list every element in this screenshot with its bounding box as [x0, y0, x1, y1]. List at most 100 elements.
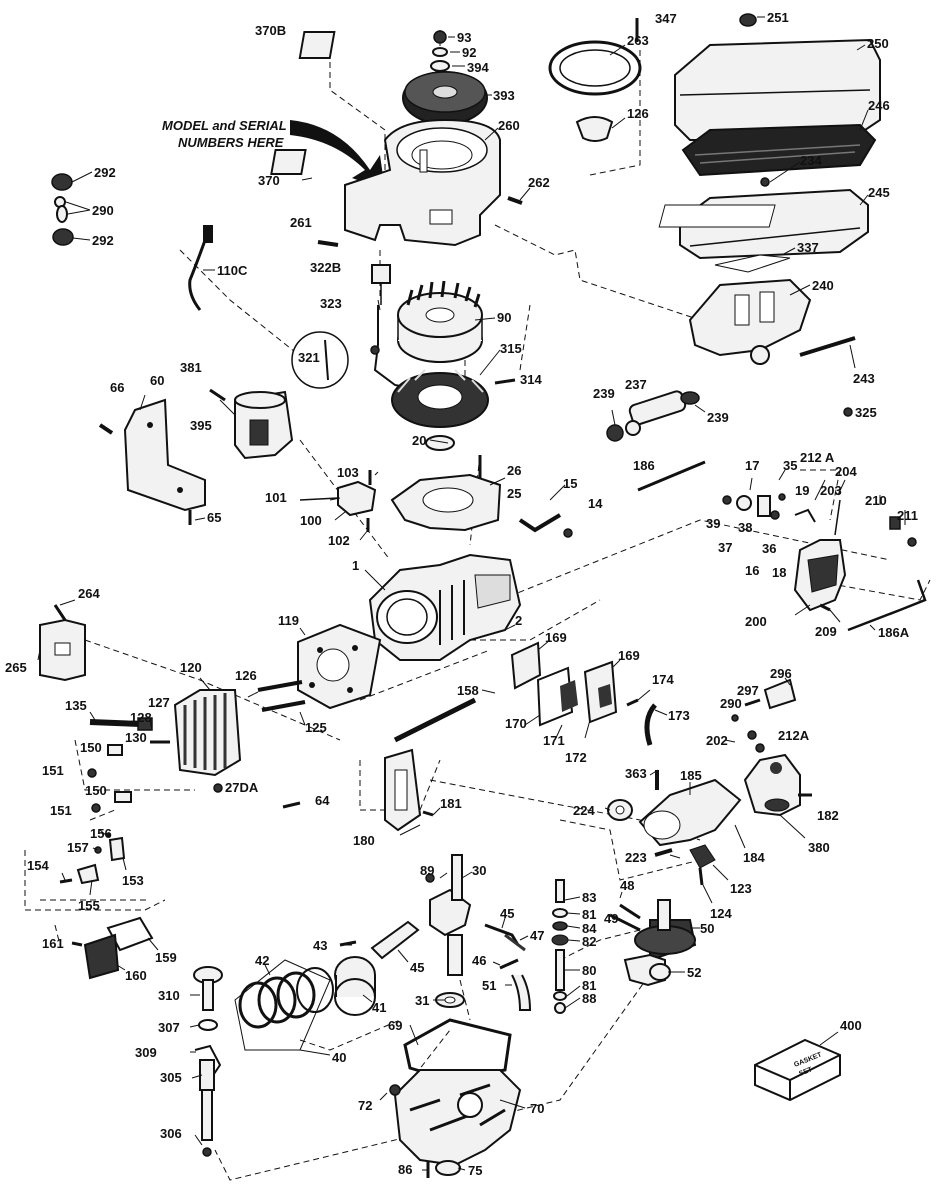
- callout-155: 155: [78, 898, 100, 913]
- callout-123: 123: [730, 881, 752, 896]
- callout-86: 86: [398, 1162, 412, 1177]
- callout-394: 394: [467, 60, 489, 75]
- callout-150-bottom: 150: [85, 783, 107, 798]
- crankshaft: [429, 888, 472, 937]
- callout-347: 347: [655, 11, 677, 26]
- callout-212a-top: 212 A: [800, 450, 835, 465]
- spark-plug-wire: [188, 231, 210, 311]
- callout-82: 82: [582, 934, 596, 949]
- callout-260: 260: [498, 118, 520, 133]
- callout-154: 154: [27, 858, 49, 873]
- callout-381: 381: [180, 360, 202, 375]
- callout-170: 170: [505, 716, 527, 731]
- callout-204: 204: [835, 464, 857, 479]
- callout-400: 400: [840, 1018, 862, 1033]
- callout-51: 51: [482, 978, 496, 993]
- callout-64: 64: [315, 793, 330, 808]
- callout-157: 157: [67, 840, 89, 855]
- callout-39: 39: [706, 516, 720, 531]
- callout-224: 224: [573, 803, 595, 818]
- callout-310: 310: [158, 988, 180, 1003]
- callout-16: 16: [745, 563, 759, 578]
- callout-211: 211: [897, 508, 918, 523]
- detail-circle: [291, 331, 349, 389]
- annotation-arrow: [290, 120, 385, 190]
- callout-240: 240: [812, 278, 834, 293]
- callout-70: 70: [530, 1101, 544, 1116]
- callout-262: 262: [528, 175, 550, 190]
- callout-158: 158: [457, 683, 479, 698]
- air-cleaner-base: [688, 278, 812, 357]
- callout-27da: 27DA: [225, 780, 259, 795]
- callout-81-bottom: 81: [582, 978, 596, 993]
- callout-15: 15: [563, 476, 577, 491]
- callout-52: 52: [687, 965, 701, 980]
- callout-126-mid: 126: [235, 668, 257, 683]
- callout-395: 395: [190, 418, 212, 433]
- callout-212a-bottom: 212A: [778, 728, 810, 743]
- callout-264: 264: [78, 586, 100, 601]
- callout-130: 130: [125, 730, 147, 745]
- callout-40: 40: [332, 1050, 346, 1065]
- callout-296: 296: [770, 666, 792, 681]
- callout-75: 75: [468, 1163, 482, 1178]
- callout-101: 101: [265, 490, 287, 505]
- callout-234: 234: [800, 153, 822, 168]
- callout-323: 323: [320, 296, 342, 311]
- callout-186a: 186A: [878, 625, 910, 640]
- callout-128: 128: [130, 710, 152, 725]
- callout-2: 2: [515, 613, 522, 628]
- callout-126-top: 126: [627, 106, 649, 121]
- annotation-line-2: NUMBERS HERE: [178, 135, 284, 150]
- callout-150-top: 150: [80, 740, 102, 755]
- callout-245: 245: [868, 185, 890, 200]
- callout-306: 306: [160, 1126, 182, 1141]
- callout-181: 181: [440, 796, 462, 811]
- callout-363: 363: [625, 766, 647, 781]
- callout-46: 46: [472, 953, 486, 968]
- callout-89: 89: [420, 863, 434, 878]
- callout-41: 41: [372, 1000, 386, 1015]
- callout-370b: 370B: [255, 23, 286, 38]
- callout-47: 47: [530, 928, 544, 943]
- callout-173: 173: [668, 708, 690, 723]
- callout-60: 60: [150, 373, 164, 388]
- callout-200: 200: [745, 614, 767, 629]
- callout-322b: 322B: [310, 260, 341, 275]
- gasket-set-label-2: SET: [798, 1066, 814, 1078]
- callout-153: 153: [122, 873, 144, 888]
- bracket: [123, 398, 206, 512]
- callout-50: 50: [700, 921, 714, 936]
- callout-174: 174: [652, 672, 674, 687]
- callout-243: 243: [853, 371, 875, 386]
- callout-1: 1: [352, 558, 359, 573]
- callout-297: 297: [737, 683, 759, 698]
- fuel-line: [628, 390, 687, 426]
- callout-35: 35: [783, 458, 797, 473]
- callout-81-top: 81: [582, 907, 596, 922]
- decal-370: [270, 149, 307, 175]
- oil-sump: [393, 1069, 522, 1167]
- callout-251: 251: [767, 10, 789, 25]
- parts: [39, 13, 927, 1178]
- callout-135: 135: [65, 698, 87, 713]
- callout-30: 30: [472, 863, 486, 878]
- callout-290-left: 290: [92, 203, 114, 218]
- callout-72: 72: [358, 1098, 372, 1113]
- callout-223: 223: [625, 850, 647, 865]
- callout-42: 42: [255, 953, 269, 968]
- callout-49: 49: [604, 911, 618, 926]
- callout-14: 14: [588, 496, 603, 511]
- callout-102: 102: [328, 533, 350, 548]
- callout-36: 36: [762, 541, 776, 556]
- callout-160: 160: [125, 968, 147, 983]
- callout-103: 103: [337, 465, 359, 480]
- leader-lines: [37, 16, 906, 1171]
- annotation-line-1: MODEL and SERIAL: [162, 118, 287, 133]
- callout-370: 370: [258, 173, 280, 188]
- callout-19: 19: [795, 483, 809, 498]
- callout-186: 186: [633, 458, 655, 473]
- callout-65: 65: [207, 510, 221, 525]
- callout-290-right: 290: [720, 696, 742, 711]
